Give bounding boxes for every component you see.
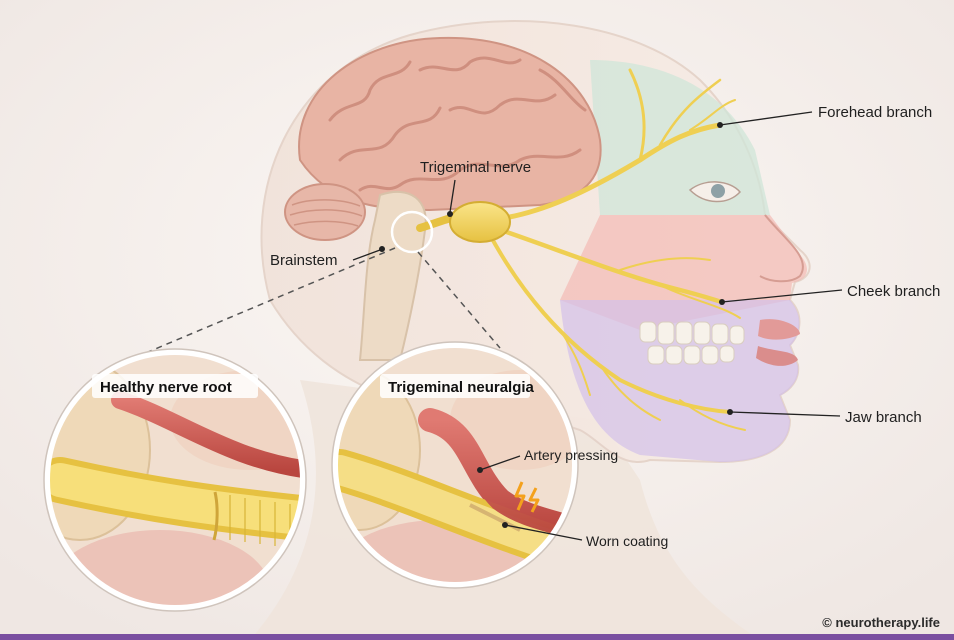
bottom-accent-bar: [0, 634, 954, 640]
inset-title-neuralgia: Trigeminal neuralgia: [388, 379, 535, 396]
upper-lip: [758, 319, 800, 340]
label-jaw-branch: Jaw branch: [845, 409, 922, 426]
iris: [711, 184, 725, 198]
label-worn-coating: Worn coating: [586, 533, 668, 549]
trigeminal-ganglion: [449, 201, 511, 243]
lower-lip: [756, 346, 798, 366]
label-trigeminal-nerve: Trigeminal nerve: [420, 159, 531, 176]
copyright-credit: © neurotherapy.life: [822, 615, 940, 630]
label-brainstem: Brainstem: [270, 252, 338, 269]
dot-cheek: [719, 299, 725, 305]
dot-artery: [477, 467, 483, 473]
root-zoom-marker: [390, 210, 434, 254]
cerebellum: [284, 183, 366, 241]
dot-coating: [502, 522, 508, 528]
inset-healthy: [43, 348, 307, 612]
trigeminal-nerve-tree: [416, 68, 746, 431]
label-forehead-branch: Forehead branch: [818, 104, 932, 121]
brainstem-shape: [358, 190, 427, 361]
cerebellum-lines: [289, 199, 363, 227]
inset-title-healthy: Healthy nerve root: [100, 379, 232, 396]
nose-outline: [759, 214, 804, 283]
pain-spark-icon: [514, 481, 526, 511]
dot-trigeminal: [447, 211, 453, 217]
dot-forehead: [717, 122, 723, 128]
label-cheek-branch: Cheek branch: [847, 283, 940, 300]
pain-spark-icon-2: [528, 487, 540, 513]
inset-neuralgia: [331, 341, 579, 589]
dot-brainstem: [379, 246, 385, 252]
brain-folds: [328, 56, 587, 192]
zoom-line-left: [109, 247, 396, 369]
label-artery-pressing: Artery pressing: [524, 447, 618, 463]
leader-lines: [352, 111, 843, 541]
teeth: [639, 321, 745, 365]
dot-jaw: [727, 409, 733, 415]
